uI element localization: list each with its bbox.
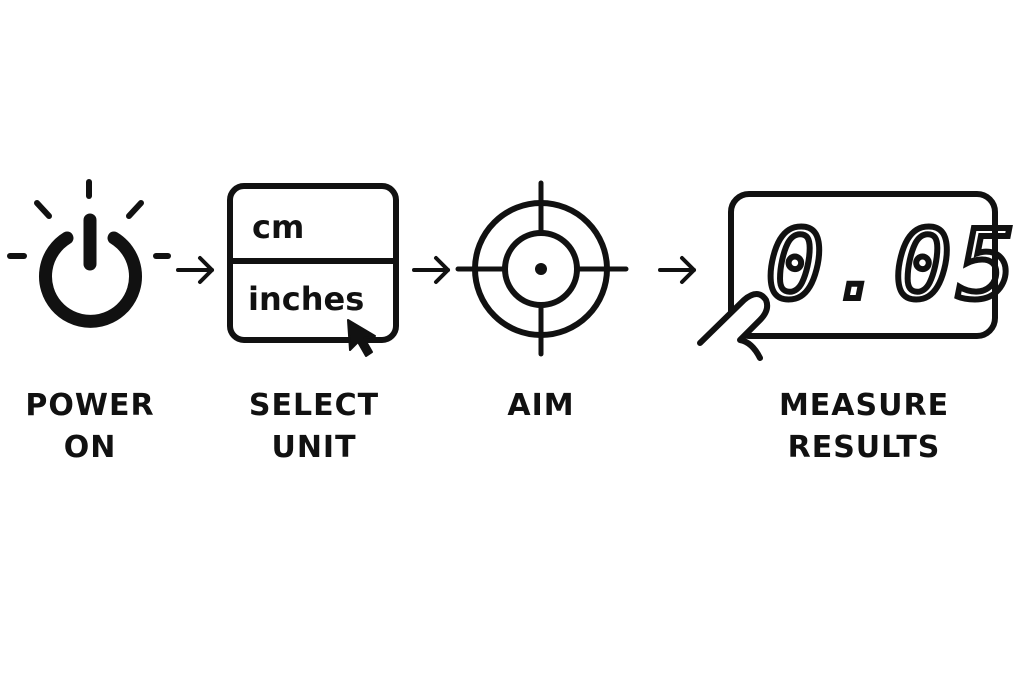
crosshair-icon: [455, 180, 629, 357]
label-line: SELECT: [248, 388, 380, 423]
finger-icon: [697, 291, 771, 361]
label-line: POWER: [25, 388, 155, 423]
unit-option-inches[interactable]: inches: [248, 280, 364, 318]
label-line: RESULTS: [787, 430, 941, 465]
display-readout: 0.05: [766, 209, 1021, 321]
power-icon: [7, 179, 171, 328]
digital-display-icon: 0.05: [697, 191, 1021, 361]
arrow-right-icon: [658, 256, 696, 284]
arrow-right-icon: [412, 256, 450, 284]
step-label-unit: SELECT UNIT: [236, 385, 392, 469]
step-label-measure: MEASURE RESULTS: [768, 385, 960, 469]
step-label-power: POWER ON: [20, 385, 160, 469]
label-line: UNIT: [271, 430, 357, 465]
display-frame: [728, 191, 998, 339]
crosshair-center-dot: [535, 263, 547, 275]
arrow-right-icon: [176, 256, 214, 284]
label-line: ON: [63, 430, 117, 465]
power-ray: [126, 200, 144, 219]
power-ring: [39, 231, 142, 328]
unit-selector-icon: cm inches: [227, 183, 399, 357]
cursor-pointer-icon: [347, 319, 376, 357]
power-ray: [34, 200, 52, 219]
step-label-aim: AIM: [490, 385, 592, 427]
label-line: AIM: [507, 388, 575, 423]
unit-option-cm[interactable]: cm: [252, 208, 304, 246]
label-line: MEASURE: [778, 388, 950, 423]
